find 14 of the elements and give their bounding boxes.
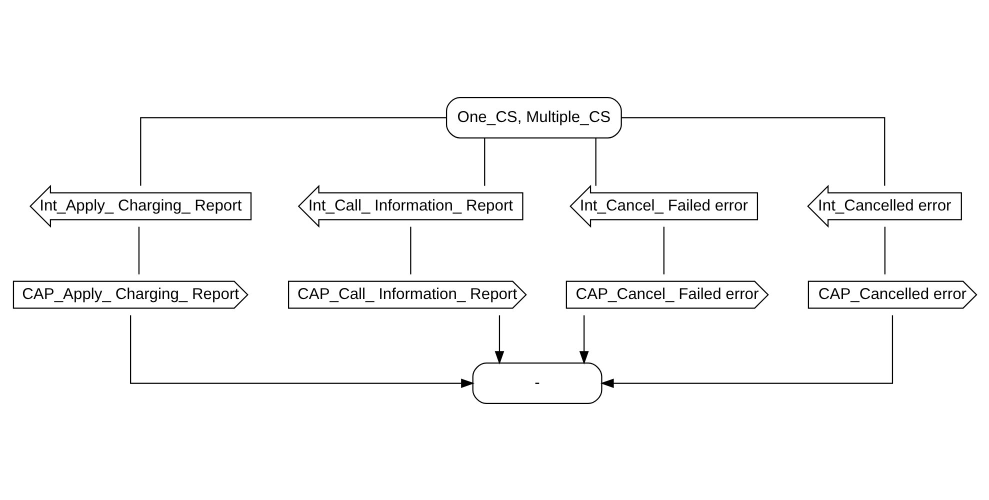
connector	[594, 138, 596, 186]
connector	[140, 116, 446, 186]
node-box: -	[472, 362, 602, 404]
connector	[662, 226, 664, 274]
connector	[621, 116, 885, 186]
arrow	[130, 314, 474, 388]
arrow	[600, 314, 893, 388]
arrow	[494, 314, 504, 364]
connector	[410, 226, 411, 274]
connector	[138, 226, 140, 274]
connector	[484, 138, 485, 186]
node-box: One_CS, Multiple_CS	[445, 96, 622, 138]
arrow	[578, 314, 588, 364]
connector	[884, 226, 885, 274]
